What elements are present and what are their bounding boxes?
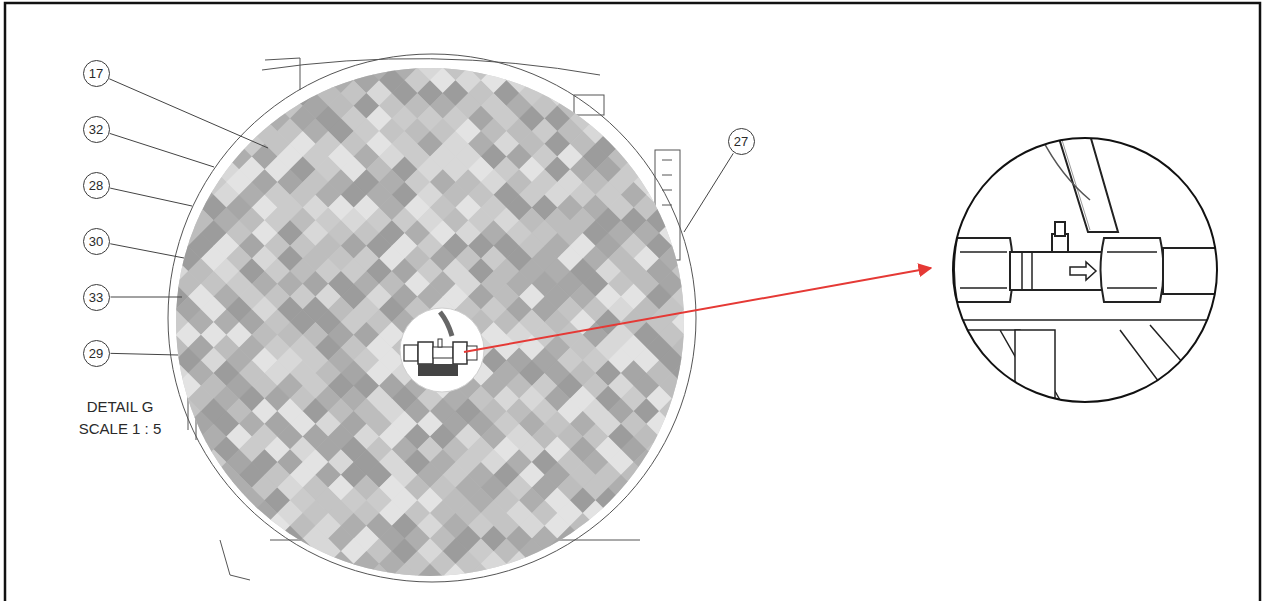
leader-line xyxy=(110,133,214,167)
leader-line xyxy=(684,153,733,232)
drawing-frame xyxy=(5,3,1260,601)
detail-boundary xyxy=(168,54,696,582)
zoom-pointer xyxy=(464,268,931,352)
callout-balloon: 17 xyxy=(83,60,110,87)
leader-lines xyxy=(109,79,733,355)
peeking-parts xyxy=(188,58,680,580)
callout-number: 17 xyxy=(89,67,103,80)
leader-line xyxy=(110,353,178,355)
callout-balloon: 28 xyxy=(83,172,110,199)
view-label: DETAIL G xyxy=(87,398,154,416)
callout-number: 28 xyxy=(89,179,103,192)
leader-line xyxy=(110,188,192,206)
callout-number: 33 xyxy=(89,291,103,304)
callout-balloon: 27 xyxy=(728,128,755,155)
callout-number: 30 xyxy=(89,235,103,248)
callout-balloon: 30 xyxy=(83,228,110,255)
callout-balloon: 32 xyxy=(83,116,110,143)
leader-line xyxy=(109,79,268,148)
callout-balloon: 33 xyxy=(83,284,110,311)
callout-balloon: 29 xyxy=(83,340,110,367)
fitting-zoom xyxy=(935,135,1230,410)
leader-line xyxy=(110,244,184,258)
obscured-area xyxy=(35,0,825,601)
callout-number: 32 xyxy=(89,123,103,136)
callout-number: 29 xyxy=(89,347,103,360)
view-label: SCALE 1 : 5 xyxy=(79,420,162,438)
callout-number: 27 xyxy=(734,135,748,148)
leader-line xyxy=(111,297,183,298)
